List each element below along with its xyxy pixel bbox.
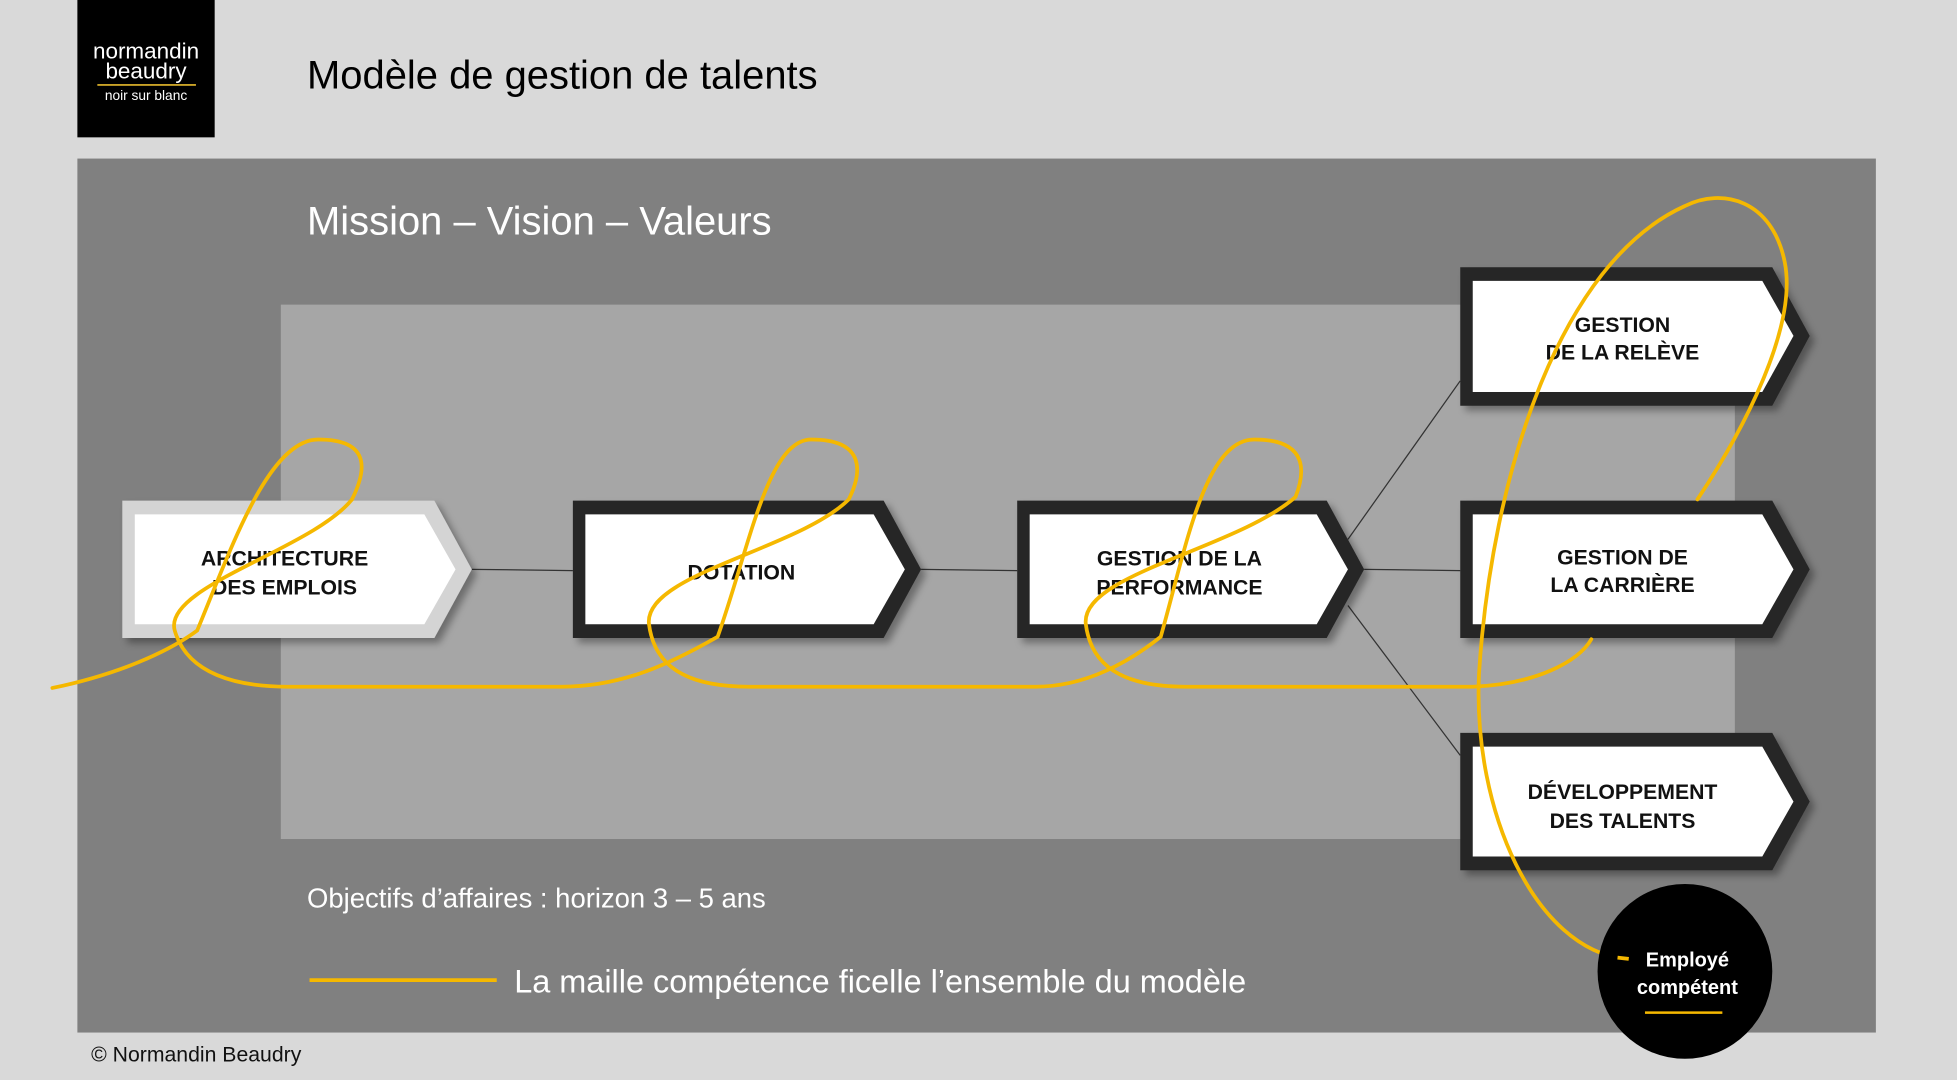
copyright: © Normandin Beaudry	[91, 1043, 302, 1066]
box-architecture	[122, 500, 472, 639]
box-developpement-line2: DES TALENTS	[1550, 810, 1696, 833]
box-developpement	[1460, 732, 1810, 871]
mission-vision-values: Mission – Vision – Valeurs	[307, 200, 772, 244]
box-performance-line2: PERFORMANCE	[1096, 576, 1262, 599]
box-developpement-line1: DÉVELOPPEMENT	[1528, 779, 1718, 804]
thread-end	[1617, 955, 1629, 961]
box-performance	[1017, 500, 1365, 639]
logo-tagline: noir sur blanc	[105, 88, 187, 103]
box-performance-line1: GESTION DE LA	[1097, 548, 1262, 571]
legend-label: La maille compétence ficelle l’ensemble …	[514, 964, 1246, 1000]
connectors	[471, 380, 1461, 756]
logo-line1: normandin	[93, 39, 199, 64]
business-objectives: Objectifs d’affaires : horizon 3 – 5 ans	[307, 883, 766, 914]
box-architecture-line2: DES EMPLOIS	[212, 576, 357, 599]
box-architecture-line1: ARCHITECTURE	[201, 548, 368, 571]
employee-circle	[1597, 883, 1773, 1059]
box-carriere	[1460, 500, 1810, 639]
box-releve-line1: GESTION	[1575, 314, 1670, 337]
box-releve-line2: DE LA RELÈVE	[1546, 340, 1700, 365]
circle-line1: Employé	[1646, 949, 1729, 971]
competence-thread	[50, 196, 1789, 961]
logo-line2: beaudry	[105, 59, 187, 84]
logo: normandin beaudry noir sur blanc	[77, 0, 215, 138]
page-title: Modèle de gestion de talents	[307, 54, 818, 98]
circle-line2: compétent	[1637, 977, 1738, 999]
box-carriere-line2: LA CARRIÈRE	[1550, 572, 1694, 597]
box-carriere-line1: GESTION DE	[1557, 546, 1688, 569]
